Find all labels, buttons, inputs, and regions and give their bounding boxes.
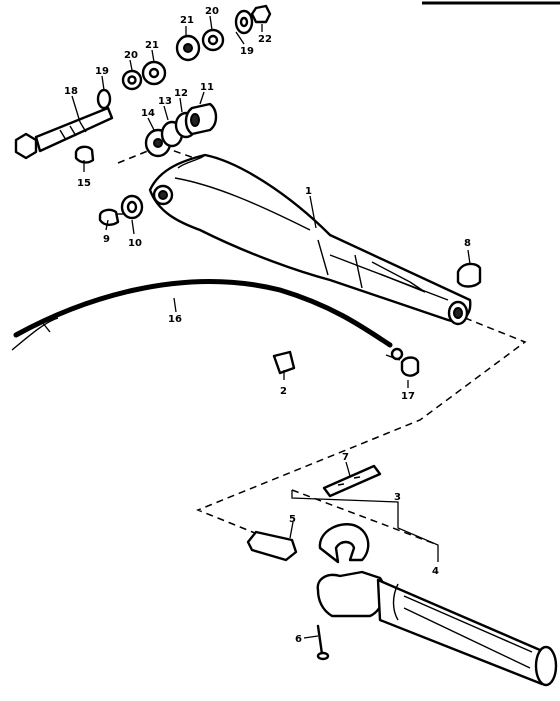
callout-8: 8: [464, 238, 471, 249]
callout-19-a: 19: [95, 66, 109, 77]
cable-nut-part: [400, 356, 420, 377]
washer-nut-pair-left: [121, 60, 167, 91]
clip-part: [272, 350, 296, 375]
callout-20-b: 20: [205, 6, 219, 17]
pin-part: [316, 624, 330, 661]
screw-part: [98, 208, 124, 226]
callout-16: 16: [168, 314, 182, 325]
callout-9: 9: [103, 234, 110, 245]
callout-12: 12: [174, 88, 188, 99]
callout-2: 2: [280, 386, 287, 397]
leader-lines: [71, 15, 471, 639]
callout-10: 10: [128, 238, 142, 249]
end-cap-part: [456, 262, 482, 288]
washer-hole: [126, 200, 138, 214]
callout-20-a: 20: [124, 50, 138, 61]
twist-grip-part: [316, 523, 558, 687]
callout-15: 15: [77, 178, 91, 189]
washer-stack-part: [144, 102, 218, 158]
tiller-arm-part: [148, 153, 472, 326]
callout-4: 4: [432, 566, 439, 577]
block-part: [246, 530, 298, 562]
callout-18: 18: [64, 86, 78, 97]
callout-21-a: 21: [145, 40, 159, 51]
small-nut-part: [74, 145, 95, 164]
callout-1: 1: [305, 186, 312, 197]
callout-14: 14: [141, 108, 155, 119]
plate-part: [322, 464, 382, 498]
bolt-part: [14, 106, 114, 160]
washer-nut-cluster-top: [175, 4, 272, 62]
callout-7: 7: [342, 452, 349, 463]
callout-11: 11: [200, 82, 214, 93]
callout-5: 5: [289, 514, 296, 525]
callout-6: 6: [295, 634, 302, 645]
throttle-cable-part: [11, 279, 404, 361]
callout-19-b: 19: [240, 46, 254, 57]
callout-3: 3: [394, 492, 401, 503]
callout-17: 17: [401, 391, 415, 402]
callout-labels: 1 2 3 4 5 6 7 8 9 10 11 12 13 14 15 16 1…: [64, 6, 471, 645]
callout-22: 22: [258, 34, 272, 45]
callout-21-b: 21: [180, 15, 194, 26]
washer-part: [96, 88, 112, 110]
callout-13: 13: [158, 96, 172, 107]
